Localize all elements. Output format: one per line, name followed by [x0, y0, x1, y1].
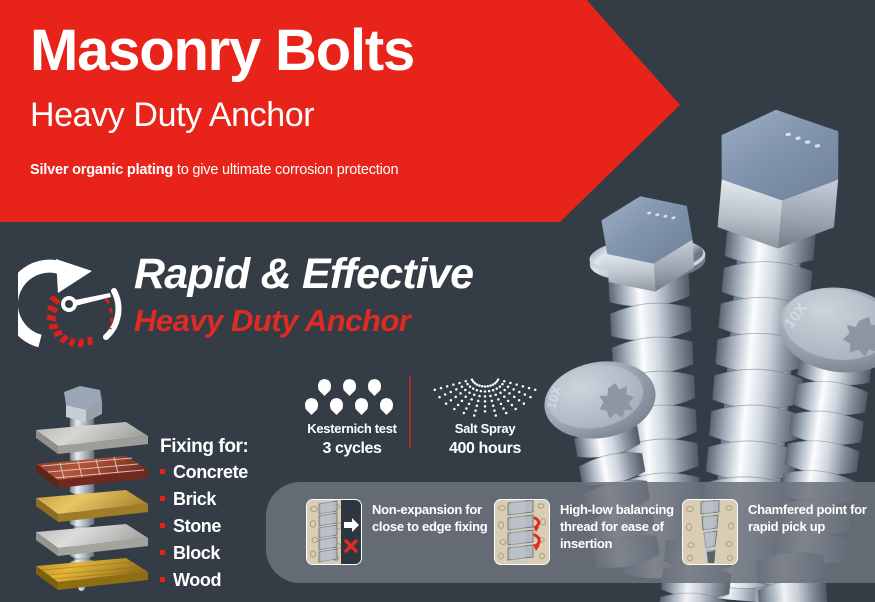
layer-block	[36, 524, 148, 556]
test-value: 3 cycles	[322, 440, 382, 457]
test-value: 400 hours	[449, 440, 521, 457]
fixing-item-brick: Brick	[160, 490, 280, 508]
header-tagline: Silver organic plating to give ultimate …	[30, 163, 590, 178]
layer-stone	[36, 490, 148, 522]
fixing-item-label: Concrete	[173, 462, 248, 482]
fixing-item-label: Wood	[173, 570, 222, 590]
fixing-item-label: Stone	[173, 516, 222, 536]
test-divider	[409, 376, 411, 448]
rapid-effective-block: Rapid & Effective Heavy Duty Anchor	[18, 247, 578, 367]
bullet-icon	[160, 469, 165, 474]
test-badge-kesternich: Kesternich test 3 cycles	[296, 372, 408, 457]
fixing-for-title: Fixing for:	[160, 436, 249, 457]
test-name: Kesternich test	[307, 421, 397, 436]
fixing-for-list: Fixing for: Concrete Brick Stone Block W…	[160, 437, 280, 598]
salt-spray-icon	[424, 372, 546, 418]
tagline-bold: Silver organic plating	[30, 162, 174, 178]
feature-label: Chamfered point for rapid pick up	[748, 502, 867, 535]
feature-chamfered-point: Chamfered point for rapid pick up	[682, 497, 867, 567]
layer-wood	[36, 558, 148, 590]
page-subtitle: Heavy Duty Anchor	[30, 96, 315, 134]
header-banner	[0, 0, 680, 222]
non-expansion-screw-icon	[306, 499, 362, 565]
test-badges: Kesternich test 3 cycles Salt Spray 400 …	[296, 372, 546, 462]
fixing-item-stone: Stone	[160, 517, 280, 535]
bullet-icon	[160, 577, 165, 582]
bullet-icon	[160, 550, 165, 555]
bullet-icon	[160, 496, 165, 501]
material-layers-illustration	[36, 386, 148, 592]
layer-concrete	[36, 422, 148, 454]
speedometer-icon	[18, 259, 122, 348]
fixing-item-wood: Wood	[160, 571, 280, 589]
rapid-headline: Rapid & Effective	[134, 250, 474, 298]
feature-label: Non-expansion for close to edge fixing	[372, 502, 488, 535]
svg-text:10X: 10X	[781, 300, 810, 332]
header-text-group: Masonry Bolts Heavy Duty Anchor Silver o…	[30, 0, 590, 178]
fixing-item-block: Block	[160, 544, 280, 562]
bullet-icon	[160, 523, 165, 528]
feature-panel: Non-expansion for close to edge fixing	[266, 482, 875, 583]
page-title: Masonry Bolts	[30, 18, 415, 83]
layer-brick	[36, 456, 148, 488]
chamfered-point-screw-icon	[682, 499, 738, 565]
rapid-subheadline: Heavy Duty Anchor	[134, 303, 411, 338]
tagline-rest: to give ultimate corrosion protection	[173, 162, 399, 178]
fixing-item-concrete: Concrete	[160, 463, 280, 481]
svg-text:10X: 10X	[544, 384, 565, 411]
test-name: Salt Spray	[454, 421, 516, 436]
fixing-item-label: Brick	[173, 489, 217, 509]
feature-high-low-thread: High-low balancing thread for ease of in…	[494, 497, 684, 567]
fixing-item-label: Block	[173, 543, 221, 563]
water-droplets-icon	[296, 372, 408, 418]
test-badge-salt-spray: Salt Spray 400 hours	[424, 372, 546, 457]
rapid-text-group: Rapid & Effective Heavy Duty Anchor	[134, 250, 474, 338]
salt-spray-dots	[433, 378, 537, 417]
feature-non-expansion: Non-expansion for close to edge fixing	[306, 497, 496, 567]
high-low-thread-screw-icon	[494, 499, 550, 565]
feature-label: High-low balancing thread for ease of in…	[560, 502, 674, 552]
